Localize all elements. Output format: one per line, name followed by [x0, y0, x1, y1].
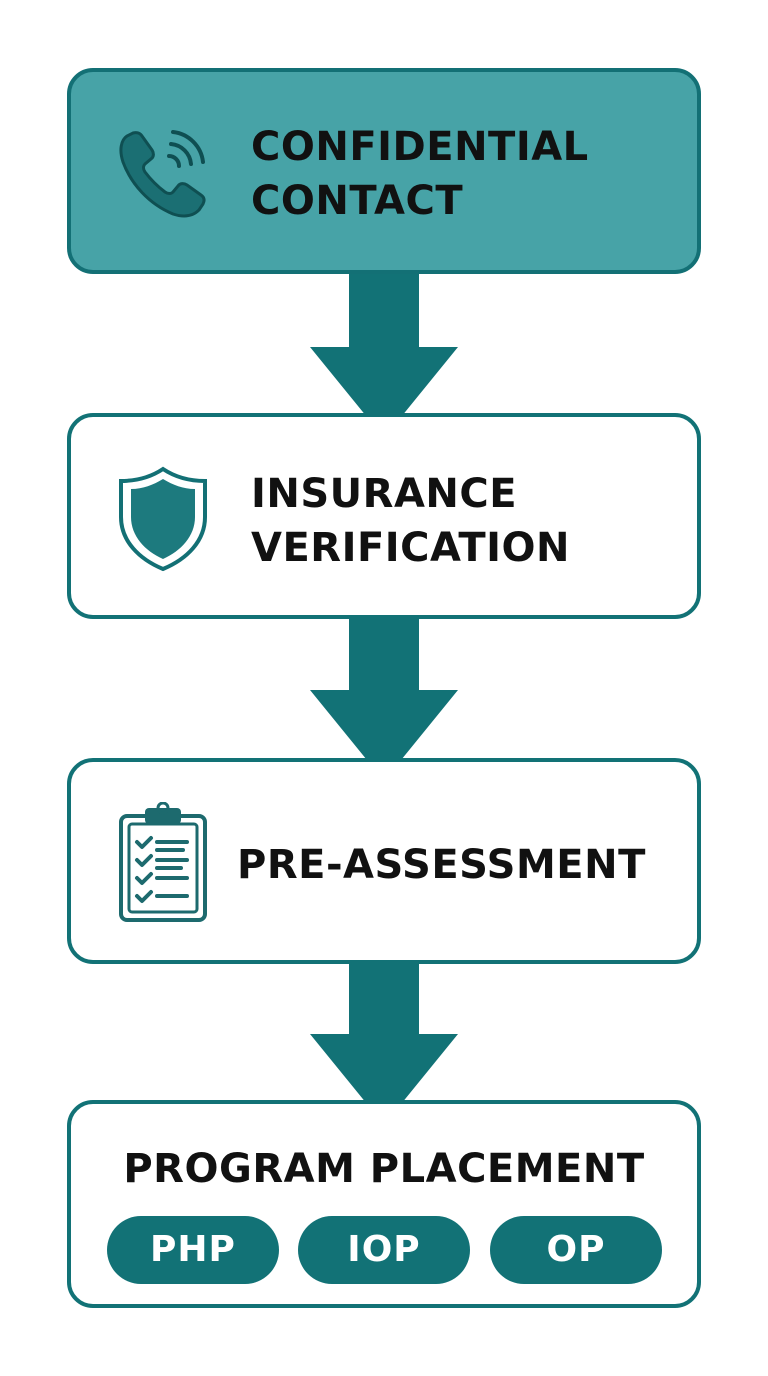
option-op: OP — [490, 1216, 662, 1284]
step-3-label: PRE-ASSESSMENT — [237, 842, 646, 888]
step-1-label-line2: CONTACT — [251, 178, 464, 224]
step-1-label-line1: CONFIDENTIAL — [251, 124, 589, 170]
step-2-label-line2: VERIFICATION — [251, 525, 571, 571]
clipboard-checklist-icon — [119, 802, 207, 922]
step-pre-assessment: PRE-ASSESSMENT — [67, 758, 701, 964]
step-program-placement: PROGRAM PLACEMENT PHP IOP OP — [67, 1100, 701, 1308]
arrow-3-shape — [310, 962, 458, 1125]
arrow-1-shape — [310, 272, 458, 438]
option-iop: IOP — [298, 1216, 470, 1284]
arrow-2-shape — [310, 617, 458, 781]
step-2-label-line1: INSURANCE — [251, 471, 518, 517]
step-confidential-contact: CONFIDENTIAL CONTACT — [67, 68, 701, 274]
step-4-label: PROGRAM PLACEMENT — [123, 1146, 645, 1192]
shield-icon — [119, 466, 207, 572]
option-php: PHP — [107, 1216, 279, 1284]
step-insurance-verification: INSURANCE VERIFICATION — [67, 413, 701, 619]
phone-icon — [119, 130, 206, 218]
